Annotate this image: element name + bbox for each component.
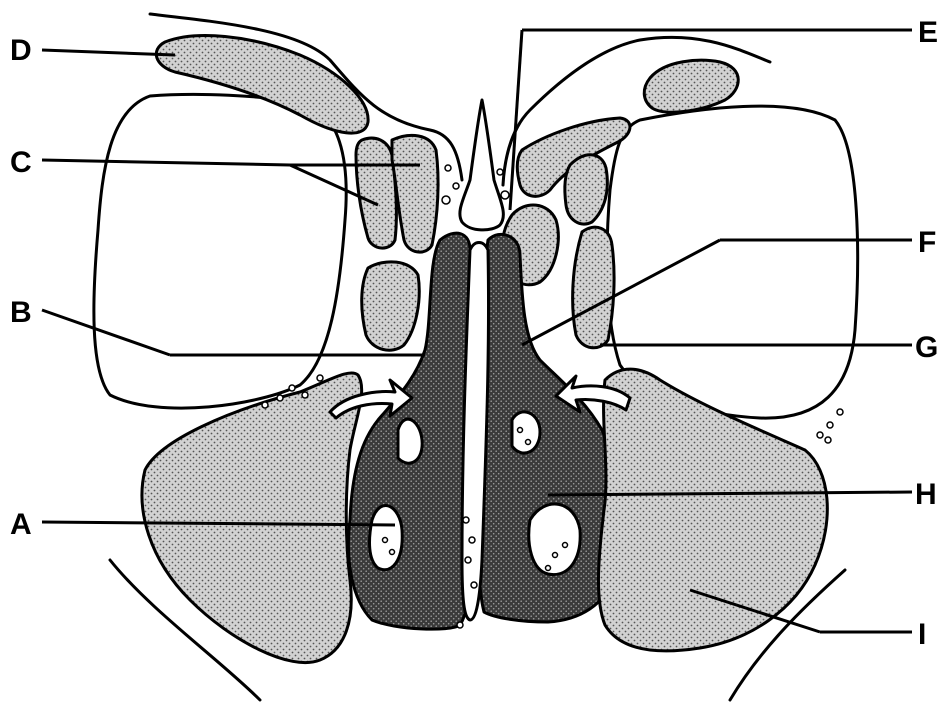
ethmoid-cell-left-outer [356,138,396,248]
maxillary-sinus-left [142,373,362,663]
crista-galli [460,100,503,230]
ethmoid-cell-right-mid [565,155,608,224]
label-C: C [10,146,32,179]
ethmoid-cell-right-lower [573,227,614,348]
label-A: A [10,508,32,541]
label-E: E [918,16,938,49]
ethmoid-cell-left-lower [362,262,420,350]
middle-meatus-left [398,419,422,463]
label-I: I [918,618,926,651]
inferior-meatus-right [529,504,580,575]
left-orbit [94,94,346,408]
label-G: G [915,331,938,364]
ethmoid-cell-left-inner [392,135,438,252]
label-H: H [915,478,937,511]
frontal-sinus-right [644,60,738,112]
label-B: B [10,296,32,329]
label-D: D [10,34,32,67]
middle-meatus-right [512,412,540,453]
label-F: F [918,226,936,259]
